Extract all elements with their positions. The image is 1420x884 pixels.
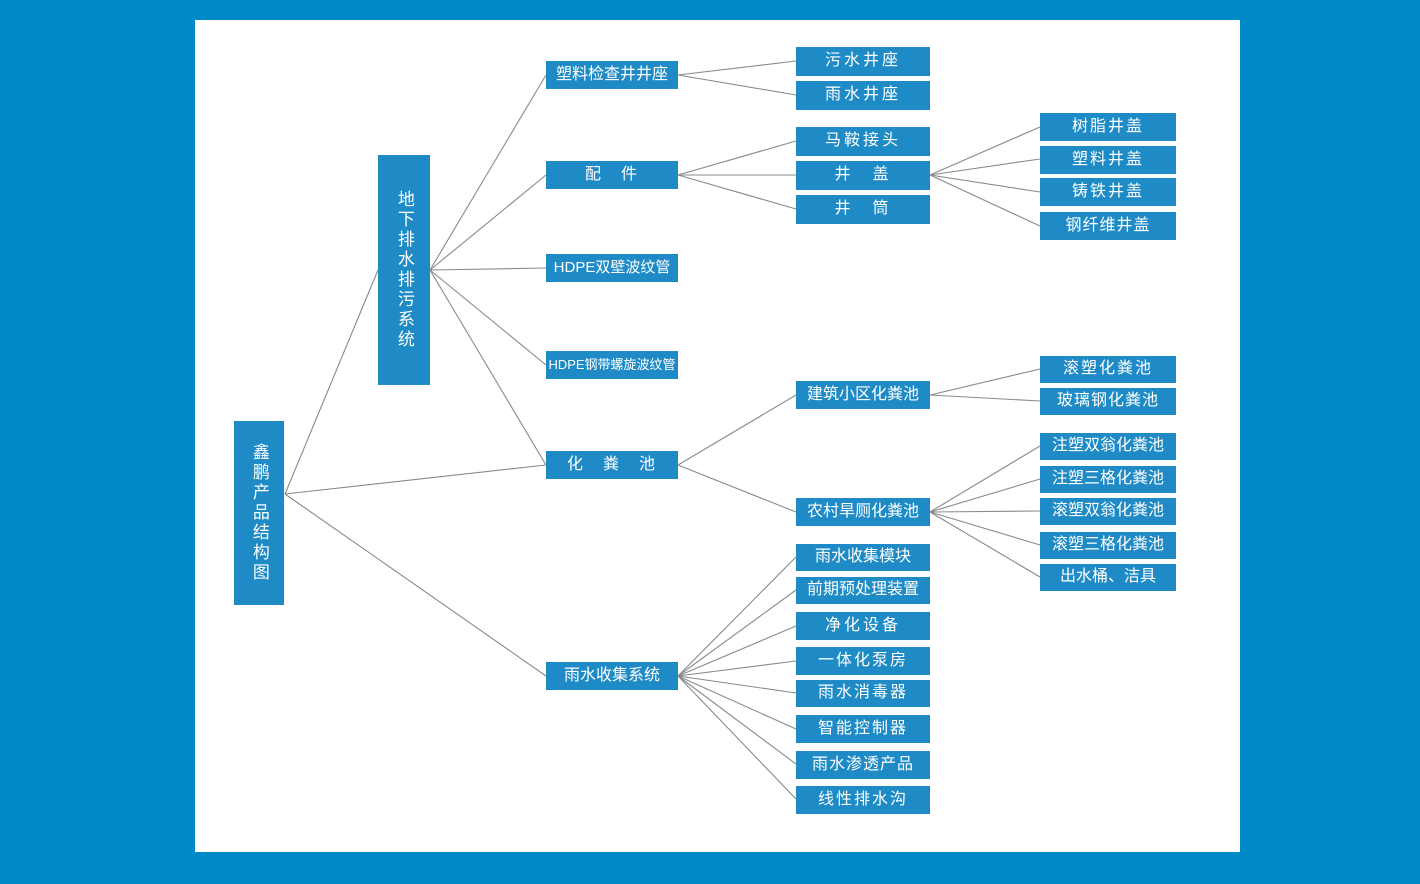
node-smart-controller[interactable]: 智能控制器 [796, 715, 930, 743]
node-rainwater-infiltration-product[interactable]: 雨水渗透产品 [796, 751, 930, 779]
node-outlet-bucket-sanitary-ware[interactable]: 出水桶、洁具 [1040, 564, 1176, 591]
node-cast-iron-well-cover[interactable]: 铸铁井盖 [1040, 178, 1176, 206]
node-pretreatment-device[interactable]: 前期预处理装置 [796, 577, 930, 604]
node-fittings[interactable]: 配 件 [546, 161, 678, 189]
node-underground-drainage-system[interactable]: 地下排水排污系统 [378, 155, 430, 385]
node-rainwater-collection-system[interactable]: 雨水收集系统 [546, 662, 678, 690]
node-septic-tank[interactable]: 化 粪 池 [546, 451, 678, 479]
node-rainwater-well-base[interactable]: 雨水井座 [796, 81, 930, 110]
node-plastic-inspection-well-base[interactable]: 塑料检查井井座 [546, 61, 678, 89]
node-rotomolded-septic-tank[interactable]: 滚塑化粪池 [1040, 356, 1176, 383]
node-steel-fiber-well-cover[interactable]: 钢纤维井盖 [1040, 212, 1176, 240]
node-hdpe-double-wall-pipe[interactable]: HDPE双壁波纹管 [546, 254, 678, 282]
node-rotomolded-double-jar-septic-tank[interactable]: 滚塑双翁化粪池 [1040, 498, 1176, 525]
node-frp-septic-tank[interactable]: 玻璃钢化粪池 [1040, 388, 1176, 415]
node-rainwater-sterilizer[interactable]: 雨水消毒器 [796, 680, 930, 707]
node-injection-three-grid-septic-tank[interactable]: 注塑三格化粪池 [1040, 466, 1176, 493]
node-linear-drainage-channel[interactable]: 线性排水沟 [796, 786, 930, 814]
node-rainwater-collection-module[interactable]: 雨水收集模块 [796, 544, 930, 571]
node-resin-well-cover[interactable]: 树脂井盖 [1040, 113, 1176, 141]
node-hdpe-steel-belt-pipe[interactable]: HDPE钢带螺旋波纹管 [546, 351, 678, 379]
node-injection-double-jar-septic-tank[interactable]: 注塑双翁化粪池 [1040, 433, 1176, 460]
node-integrated-pump-house[interactable]: 一体化泵房 [796, 647, 930, 675]
node-community-septic-tank[interactable]: 建筑小区化粪池 [796, 381, 930, 409]
node-plastic-well-cover[interactable]: 塑料井盖 [1040, 146, 1176, 174]
node-well-barrel[interactable]: 井 筒 [796, 195, 930, 224]
node-rural-toilet-septic-tank[interactable]: 农村旱厕化粪池 [796, 498, 930, 526]
node-root[interactable]: 鑫鹏产品结构图 [234, 421, 284, 605]
node-sewage-well-base[interactable]: 污水井座 [796, 47, 930, 76]
node-rotomolded-three-grid-septic-tank[interactable]: 滚塑三格化粪池 [1040, 532, 1176, 559]
node-purification-equipment[interactable]: 净化设备 [796, 612, 930, 640]
node-well-cover[interactable]: 井 盖 [796, 161, 930, 190]
node-saddle-joint[interactable]: 马鞍接头 [796, 127, 930, 156]
